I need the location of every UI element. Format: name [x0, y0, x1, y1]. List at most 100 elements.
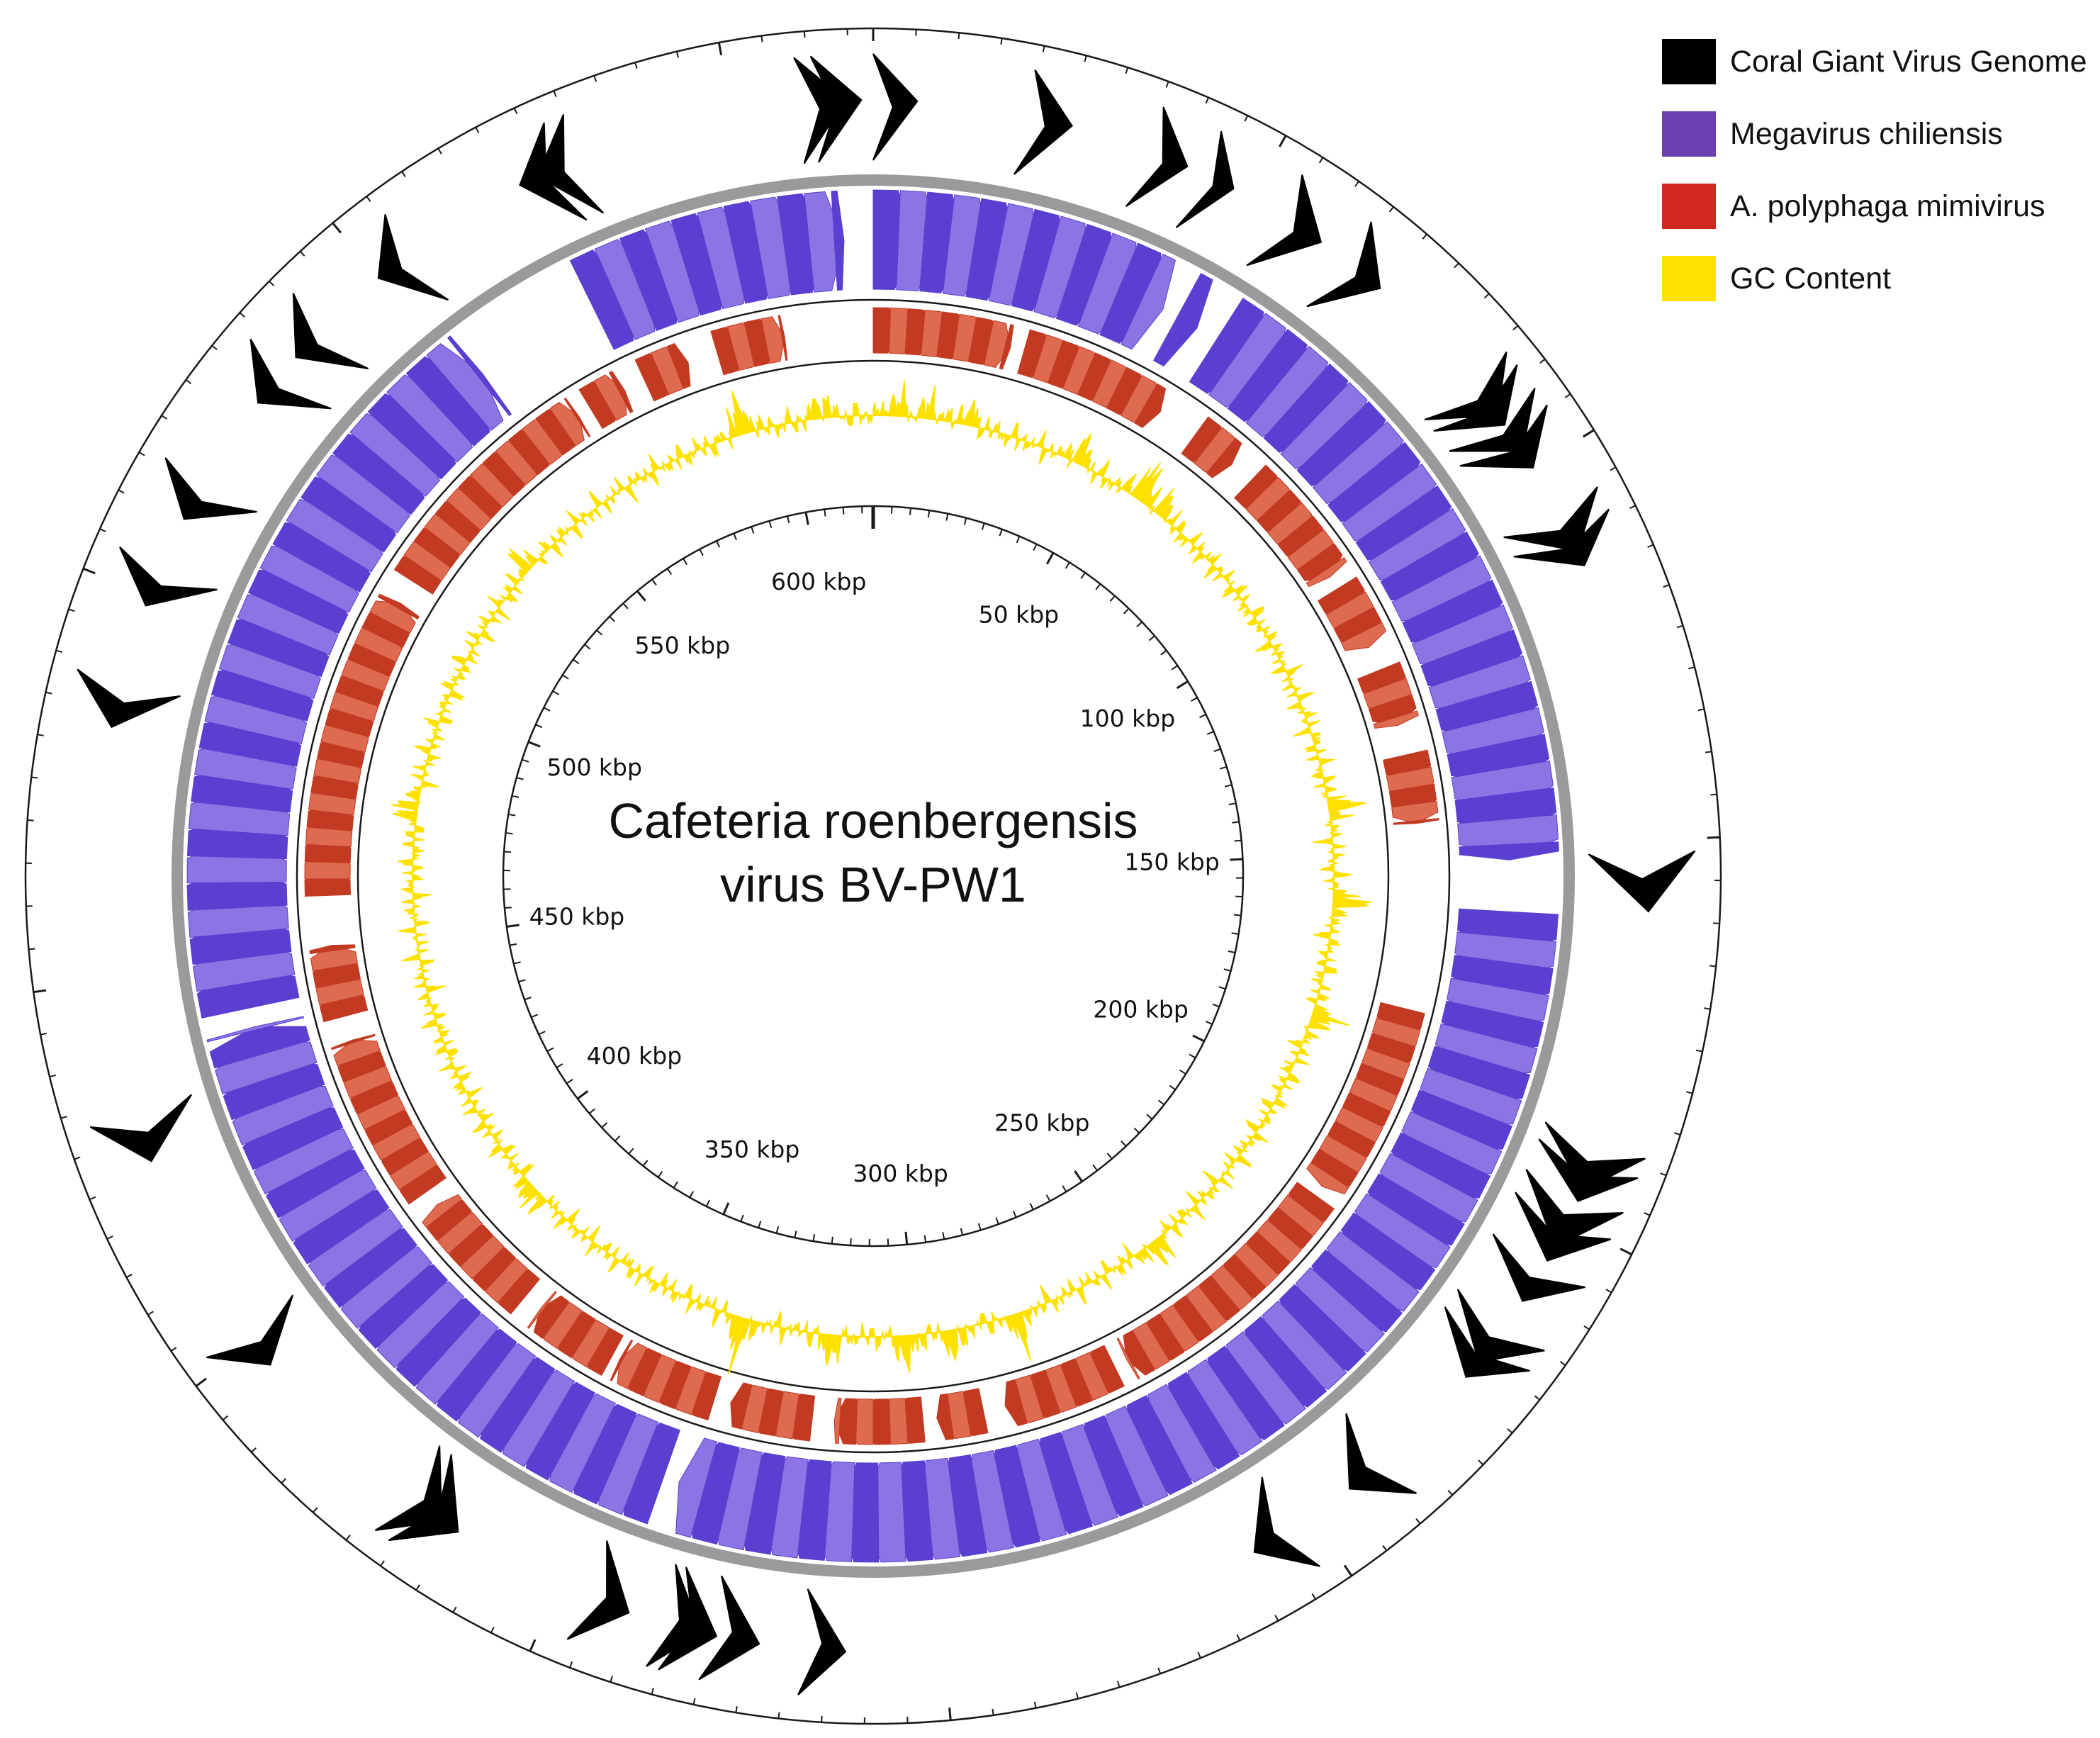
- outer-tick: [27, 819, 34, 822]
- coral-hit: [1492, 1233, 1585, 1302]
- inner-tick: [1228, 802, 1236, 806]
- outer-tick: [1713, 922, 1720, 924]
- inner-tick: [758, 1221, 762, 1228]
- inner-tick: [673, 1181, 678, 1189]
- apmv-hit: [1306, 556, 1347, 588]
- apmv-hit: [1373, 710, 1419, 729]
- inner-tick: [1224, 784, 1233, 787]
- scale-label-200kbp: 200 kbp: [1093, 995, 1188, 1023]
- scale-label-450kbp: 450 kbp: [529, 903, 624, 931]
- outer-tick: [345, 1535, 351, 1541]
- inner-tick: [538, 1031, 546, 1036]
- outer-tick: [958, 33, 960, 40]
- apmv-hit: [533, 1295, 570, 1340]
- apmv-hit: [617, 1342, 648, 1389]
- outer-tick: [1688, 666, 1695, 670]
- megavirus-hit: [1152, 273, 1213, 367]
- inner-tick: [1191, 697, 1198, 702]
- apmv-hit: [608, 370, 634, 414]
- outer-scale-ring: [24, 27, 1722, 1725]
- inner-tick: [556, 1063, 563, 1068]
- outer-tick: [1605, 1289, 1612, 1294]
- outer-tick: [33, 989, 47, 994]
- inner-tick: [842, 507, 845, 515]
- outer-tick: [55, 649, 63, 654]
- outer-tick: [250, 1447, 257, 1453]
- outer-tick: [28, 948, 35, 951]
- outer-tick: [49, 1074, 56, 1078]
- outer-tick: [45, 691, 52, 695]
- genome-title-line-2: virus BV-PW1: [720, 857, 1026, 912]
- coral-hit: [292, 293, 369, 369]
- outer-tick: [1116, 1681, 1121, 1688]
- outer-tick: [1042, 45, 1045, 52]
- outer-tick: [195, 1377, 207, 1387]
- outer-tick: [1205, 97, 1210, 104]
- inner-tick: [552, 690, 560, 695]
- inner-tick: [1230, 858, 1243, 861]
- inner-tick: [1205, 1020, 1213, 1025]
- inner-tick: [699, 549, 704, 556]
- apmv-hit: [1134, 383, 1167, 428]
- inner-tick: [596, 629, 603, 636]
- coral-hit: [797, 1588, 847, 1695]
- outer-tick: [332, 222, 342, 234]
- scale-label-150kbp: 150 kbp: [1124, 848, 1219, 876]
- coral-hit: [1253, 1476, 1320, 1567]
- inner-tick: [577, 1090, 589, 1100]
- inner-tick: [824, 509, 826, 517]
- inner-tick: [546, 1047, 554, 1052]
- megavirus-hit: [447, 335, 512, 417]
- outer-tick: [1674, 1132, 1681, 1136]
- outer-tick: [1343, 1564, 1353, 1577]
- legend: Coral Giant Virus Genome Megavirus chili…: [1662, 26, 2087, 315]
- coral-hit: [1125, 106, 1189, 207]
- coral-hit: [119, 546, 218, 607]
- inner-tick: [1080, 572, 1086, 579]
- inner-tick: [716, 540, 721, 548]
- outer-tick: [610, 1676, 613, 1683]
- inner-tick: [628, 1148, 634, 1155]
- inner-tick: [1160, 649, 1167, 656]
- inner-tick: [963, 517, 967, 525]
- inner-tick: [733, 533, 738, 541]
- outer-tick: [89, 1196, 96, 1201]
- coral-hit: [1306, 221, 1381, 308]
- inner-tick: [1189, 1053, 1196, 1059]
- inner-scale-ticks: [503, 506, 1243, 1246]
- outer-tick: [1244, 115, 1249, 122]
- scale-label-500kbp: 500 kbp: [546, 753, 641, 781]
- inner-tick: [524, 997, 532, 1001]
- outer-tick: [211, 344, 218, 351]
- outer-tick: [1318, 157, 1324, 164]
- inner-tick: [504, 851, 512, 853]
- gc-baseline: [412, 415, 1335, 1338]
- outer-tick: [299, 250, 305, 257]
- inner-tick: [1109, 595, 1116, 602]
- outer-tick: [415, 1584, 420, 1591]
- inner-tick: [573, 658, 580, 665]
- megavirus-hit: [1459, 841, 1559, 860]
- inner-tick: [1148, 635, 1155, 641]
- outer-tick: [1709, 965, 1717, 968]
- inner-tick: [636, 590, 646, 602]
- inner-tick: [527, 741, 541, 748]
- outer-tick: [1564, 393, 1571, 398]
- coral-hit: [1175, 130, 1235, 228]
- inner-tick: [812, 1234, 816, 1242]
- coral-hit: [1513, 508, 1610, 566]
- coral-hit: [1503, 486, 1598, 552]
- outer-tick: [60, 1116, 67, 1119]
- coral-giant-virus-track: [77, 53, 1696, 1695]
- outer-tick: [1534, 1395, 1541, 1401]
- legend-swatch-megavirus: [1662, 111, 1716, 157]
- legend-label-coral: Coral Giant Virus Genome: [1730, 44, 2087, 79]
- outer-tick: [1707, 836, 1720, 839]
- apmv-hit: [1116, 1338, 1140, 1380]
- outer-tick: [281, 1478, 287, 1484]
- inner-tick: [1212, 1003, 1220, 1008]
- inner-tick: [642, 1160, 648, 1167]
- outer-tick: [1619, 1248, 1632, 1256]
- inner-tick: [535, 724, 543, 729]
